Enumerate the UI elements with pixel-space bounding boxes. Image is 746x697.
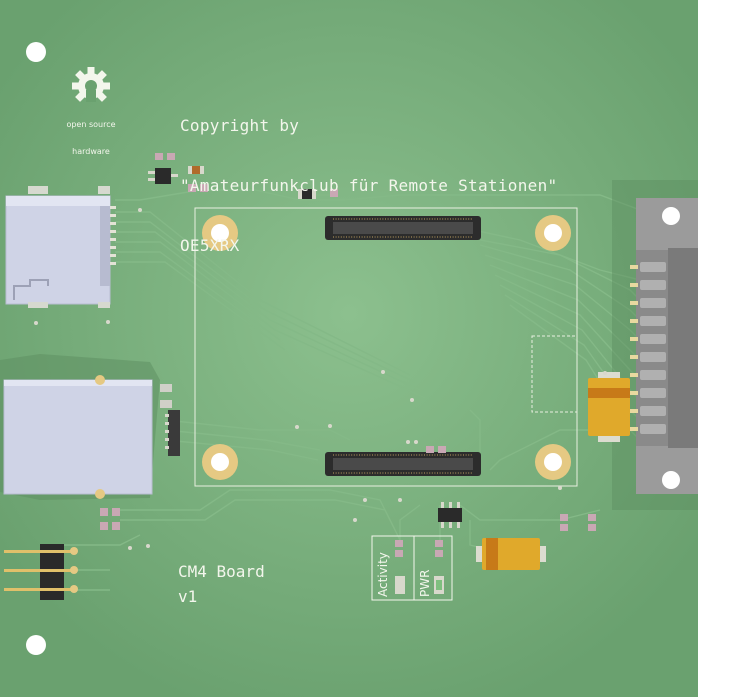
microsd-card-holder <box>5 186 116 308</box>
board-version: v1 <box>178 587 198 606</box>
led-label-box <box>371 535 453 601</box>
osh-text-line2: hardware <box>72 147 110 156</box>
copyright-line-3: OE5XRX <box>180 236 240 255</box>
ground-pour <box>0 0 698 697</box>
vias <box>34 208 607 550</box>
activity-led-label: Activity <box>376 552 390 597</box>
board-mounting-hole <box>26 42 46 62</box>
cm4-mounting-pads <box>202 215 571 480</box>
tantalum-capacitor-bottom <box>476 538 546 570</box>
smd-components <box>100 153 596 594</box>
b2b-connector-bottom <box>325 452 481 476</box>
tantalum-capacitor-right <box>588 372 630 442</box>
power-led-label: PWR <box>418 569 432 597</box>
pcb-artwork <box>0 0 698 697</box>
keepout-outline <box>531 335 578 413</box>
osh-text-line1: open source <box>66 120 116 129</box>
copyright-line-1: Copyright by <box>180 116 300 135</box>
pin-header <box>4 544 78 600</box>
open-source-hardware-text: open source hardware <box>58 102 124 174</box>
card-connector <box>0 354 180 500</box>
b2b-connector-top <box>325 216 481 240</box>
open-source-hardware-gear-icon <box>72 67 110 102</box>
board-name: CM4 Board <box>178 562 265 581</box>
copyright-notice: Copyright by "Amateurfunkclub für Remote… <box>180 76 557 296</box>
pcb-board: open source hardware Copyright by "Amate… <box>0 0 698 697</box>
box-header-connector <box>612 180 698 510</box>
copyright-line-2: "Amateurfunkclub für Remote Stationen" <box>180 176 558 195</box>
board-mounting-hole <box>26 635 46 655</box>
